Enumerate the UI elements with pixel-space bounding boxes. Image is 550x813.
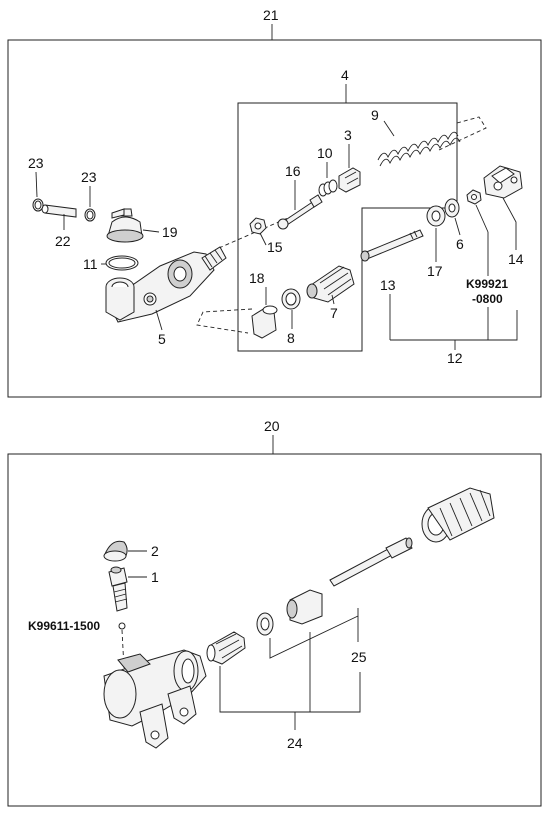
spring-9 xyxy=(377,131,461,167)
sub-assembly-4-box xyxy=(237,102,458,352)
hose-22 xyxy=(41,204,77,218)
reservoir-cap-19 xyxy=(106,208,144,243)
nut-small xyxy=(466,189,482,205)
spec-code-k99611: K99611-1500 xyxy=(28,619,100,633)
callout-23-right: 23 xyxy=(81,169,97,185)
callout-19: 19 xyxy=(162,224,178,240)
callout-14: 14 xyxy=(508,251,524,267)
push-rod-16 xyxy=(277,194,323,230)
callout-22: 22 xyxy=(55,233,71,249)
clamp-23-left xyxy=(32,198,44,212)
bushing-17 xyxy=(426,205,446,227)
callout-23-left: 23 xyxy=(28,155,44,171)
callout-4: 4 xyxy=(341,67,349,83)
piston-cup xyxy=(256,612,274,636)
bleeder-cap-2 xyxy=(103,540,128,562)
callout-15: 15 xyxy=(267,239,283,255)
ring-8 xyxy=(281,288,301,310)
callout-9: 9 xyxy=(371,107,379,123)
callout-12: 12 xyxy=(447,350,463,366)
callout-5: 5 xyxy=(158,331,166,347)
lower-assembly: 20 2 1 K99611-1500 xyxy=(7,418,542,807)
callout-2: 2 xyxy=(151,543,159,559)
cylinder-body-5 xyxy=(105,246,227,323)
o-ring-11 xyxy=(105,255,139,271)
callout-16: 16 xyxy=(285,163,301,179)
callout-24: 24 xyxy=(287,735,303,751)
assembly-number-lower: 20 xyxy=(264,418,280,434)
small-spring-10 xyxy=(318,179,338,197)
retainer-3 xyxy=(338,167,361,193)
upper-assembly: 21 4 9 10 3 xyxy=(7,7,542,398)
boot-18 xyxy=(251,305,278,339)
callout-6: 6 xyxy=(456,236,464,252)
callout-1: 1 xyxy=(151,569,159,585)
assembly-number-upper: 21 xyxy=(263,7,279,23)
bleeder-screw-1 xyxy=(108,566,128,612)
push-rod-lower xyxy=(329,537,413,587)
washer-6 xyxy=(444,198,460,218)
callout-7: 7 xyxy=(330,305,338,321)
clevis-14 xyxy=(483,165,523,199)
callout-13: 13 xyxy=(380,277,396,293)
callout-11: 11 xyxy=(83,256,98,272)
spec-code-k99921-line1: K99921 xyxy=(466,277,508,291)
lower-frame xyxy=(7,453,542,807)
nut-15 xyxy=(249,217,267,235)
callout-3: 3 xyxy=(344,127,352,143)
callout-10: 10 xyxy=(317,145,333,161)
callout-18: 18 xyxy=(249,270,265,286)
boot-cone xyxy=(206,631,246,665)
upper-frame xyxy=(7,39,542,398)
rod-13 xyxy=(360,229,424,262)
release-cylinder-body xyxy=(103,649,207,749)
spec-code-k99921-line2: -0800 xyxy=(472,292,503,306)
piston xyxy=(286,589,323,625)
callout-8: 8 xyxy=(287,330,295,346)
clamp-23-right xyxy=(84,208,96,222)
spring-boot-lower xyxy=(421,487,495,543)
callout-25: 25 xyxy=(351,649,367,665)
callout-17: 17 xyxy=(427,263,443,279)
piston-7 xyxy=(306,265,355,303)
